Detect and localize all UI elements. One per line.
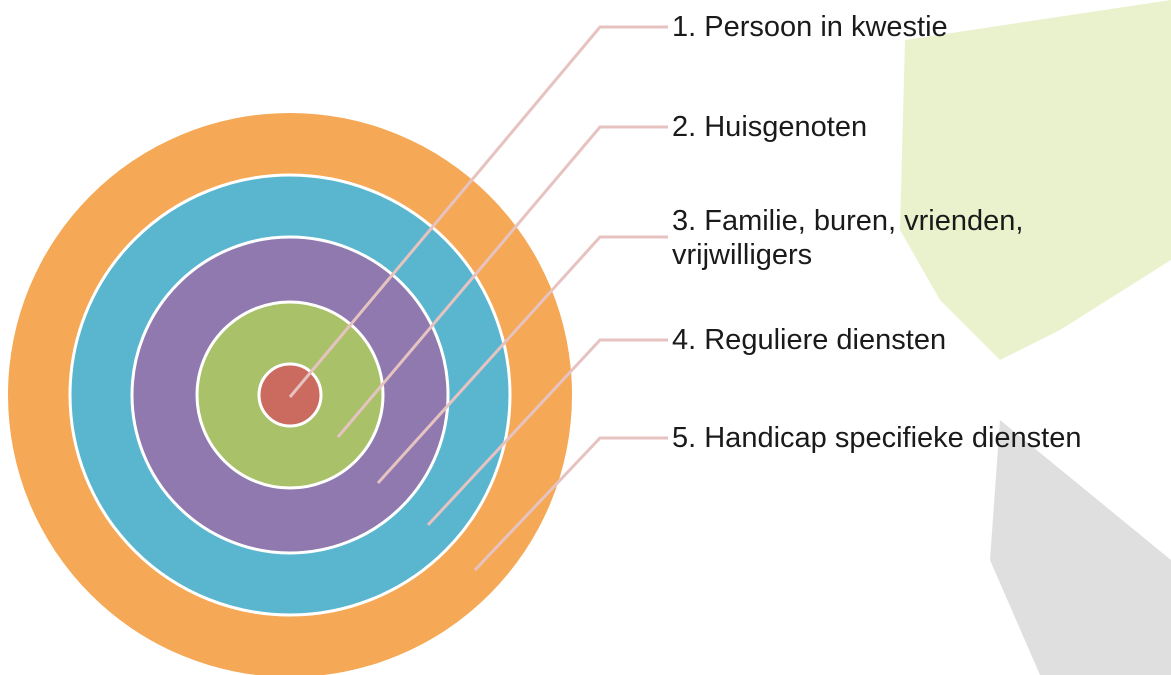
rings-group: [8, 113, 572, 675]
leader-line-1: [288, 25, 668, 398]
ring-label-5: 5. Handicap specifieke diensten: [672, 422, 1082, 454]
ring-label-3: 3. Familie, buren, vrienden, vrijwillige…: [672, 205, 1024, 271]
ring-label-2: 2. Huisgenoten: [672, 111, 868, 143]
ring-label-4: 4. Reguliere diensten: [672, 324, 947, 356]
watermark-bottom-shape: [990, 420, 1171, 675]
watermark-top-shape: [900, 0, 1171, 360]
ring-label-1: 1. Persoon in kwestie: [672, 11, 948, 43]
leader-line-2: [336, 125, 668, 438]
leader-line-4: [426, 338, 668, 527]
leader-line-5: [473, 436, 668, 572]
watermark-graphic: [900, 0, 1171, 675]
leader-line-3: [376, 235, 668, 485]
leader-lines: [288, 25, 668, 572]
